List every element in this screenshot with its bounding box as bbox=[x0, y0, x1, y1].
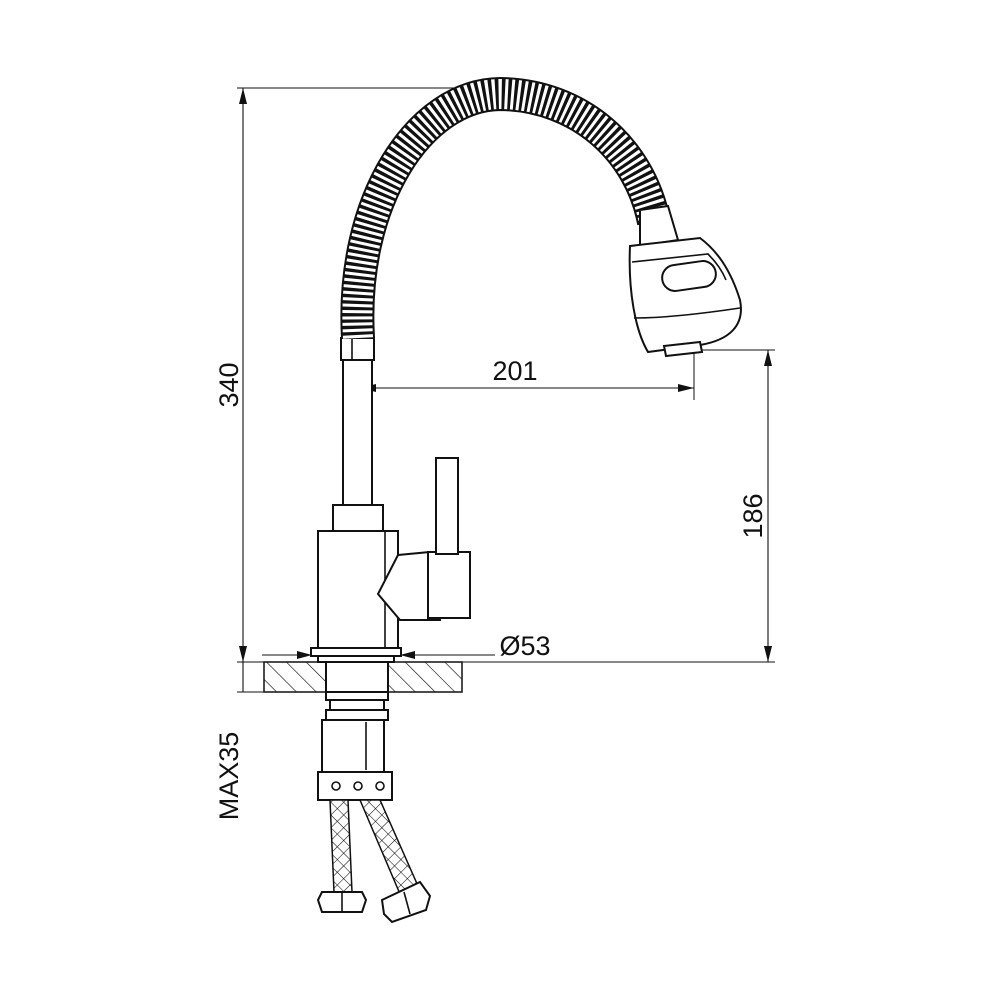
countertop-section bbox=[263, 661, 463, 693]
spout-riser bbox=[340, 337, 375, 506]
supply-hoses bbox=[316, 799, 432, 924]
label-186: 186 bbox=[738, 493, 768, 538]
mixer-handle bbox=[376, 457, 471, 621]
flexible-spout-hose bbox=[340, 76, 671, 339]
label-d53: Ø53 bbox=[499, 631, 550, 661]
spray-head bbox=[628, 204, 742, 358]
label-max35: MAX35 bbox=[214, 732, 244, 821]
faucet-base bbox=[310, 647, 402, 801]
label-201: 201 bbox=[492, 356, 537, 386]
dimension-186 bbox=[700, 349, 775, 662]
label-340: 340 bbox=[214, 362, 244, 407]
